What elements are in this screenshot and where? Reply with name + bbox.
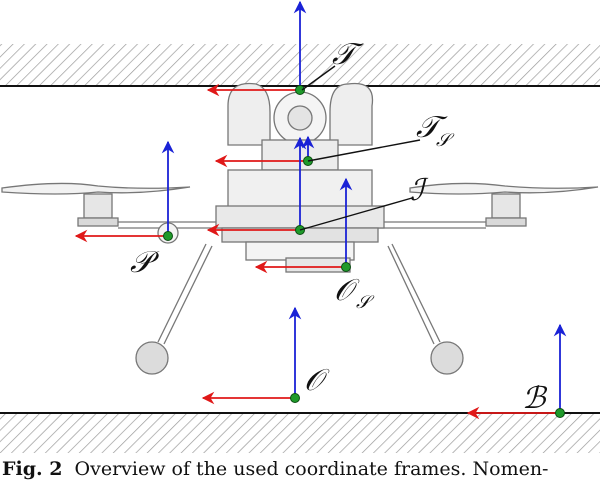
- frame-label-P: 𝒫: [130, 245, 160, 280]
- frame-T: [206, 0, 307, 97]
- coordinate-frames-figure: 𝒯 𝒯 𝒮 ℐ 𝒫 𝒪 𝒮 𝒪 ℬ: [0, 0, 600, 453]
- figure-caption: Fig. 2 Overview of the used coordinate f…: [0, 455, 600, 484]
- frame-Os-origin: [341, 262, 351, 272]
- frame-Os: [254, 177, 353, 274]
- frame-I: [206, 136, 307, 237]
- frame-T-origin: [295, 85, 305, 95]
- frame-label-O: 𝒪: [304, 363, 330, 398]
- svg-text:𝒮: 𝒮: [436, 130, 455, 151]
- frame-O-origin: [290, 393, 300, 403]
- frame-B-origin: [555, 408, 565, 418]
- caption-text: Overview of the used coordinate frames. …: [74, 458, 549, 480]
- bottom-wall: [0, 412, 600, 453]
- label-leaders: [299, 65, 421, 231]
- frame-P-origin: [163, 231, 173, 241]
- frame-B: [466, 323, 567, 420]
- frame-O: [201, 306, 302, 405]
- svg-text:𝒮: 𝒮: [356, 292, 375, 313]
- frame-label-B: ℬ: [522, 381, 548, 416]
- caption-label: Fig. 2: [2, 458, 63, 480]
- frame-P: [74, 140, 175, 243]
- frame-label-Os: 𝒪 𝒮: [334, 273, 375, 313]
- frame-label-Ts: 𝒯 𝒮: [416, 110, 455, 151]
